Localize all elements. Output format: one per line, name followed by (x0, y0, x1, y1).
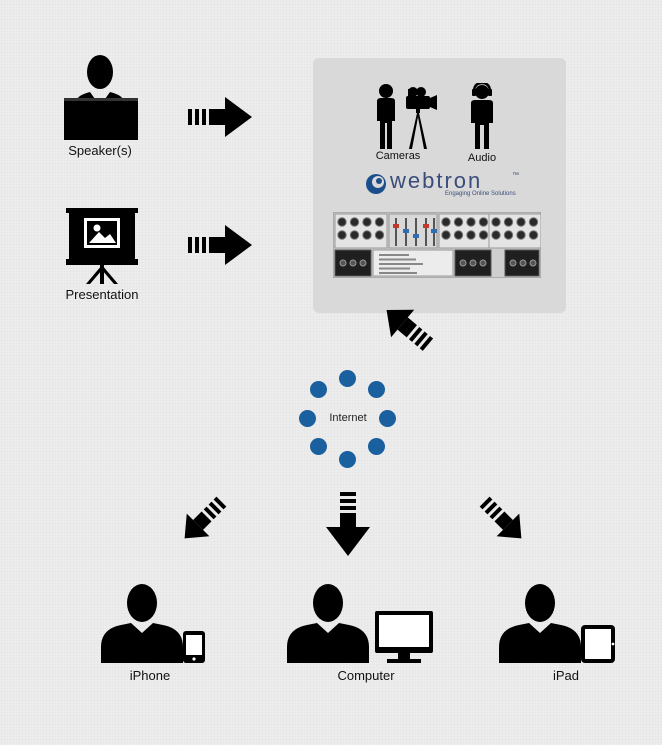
webtron-logo: webtron ™ Engaging Online Solutions (365, 168, 525, 200)
iphone-viewer-icon (101, 583, 211, 665)
speaker-icon (62, 50, 140, 140)
internet-cluster: Internet (297, 368, 399, 470)
arrow-right-icon (188, 225, 252, 265)
mixer-panel-image (333, 212, 541, 278)
network-dot (299, 410, 316, 427)
iphone-label: iPhone (129, 668, 171, 683)
audio-label: Audio (467, 152, 497, 164)
logo-trademark: ™ (512, 172, 519, 179)
arrow-down-icon (326, 492, 370, 556)
audio-operator-icon (467, 83, 497, 149)
arrow-right-icon (188, 97, 252, 137)
computer-label: Computer (337, 668, 395, 683)
ipad-label: iPad (552, 668, 580, 683)
arrow-down-left-icon (383, 298, 433, 358)
computer-viewer-icon (287, 583, 437, 665)
presentation-icon (66, 208, 138, 284)
presentation-label: Presentation (65, 287, 139, 302)
ipad-viewer-icon (499, 583, 619, 665)
cameras-label: Cameras (375, 150, 421, 162)
internet-label: Internet (329, 412, 367, 424)
network-dot (339, 370, 356, 387)
arrow-down-left-icon (175, 492, 231, 548)
logo-wordmark: webtron (390, 168, 483, 193)
cameraman-icon (373, 83, 443, 149)
speaker-label: Speaker(s) (68, 143, 132, 158)
network-dot (339, 451, 356, 468)
logo-tagline: Engaging Online Solutions (445, 191, 516, 197)
network-dot (310, 438, 327, 455)
network-dot (368, 438, 385, 455)
network-dot (368, 381, 385, 398)
arrow-down-right-icon (475, 492, 531, 548)
network-dot (379, 410, 396, 427)
network-dot (310, 381, 327, 398)
production-panel: Cameras Audio webtron ™ Engaging Online … (313, 58, 566, 313)
